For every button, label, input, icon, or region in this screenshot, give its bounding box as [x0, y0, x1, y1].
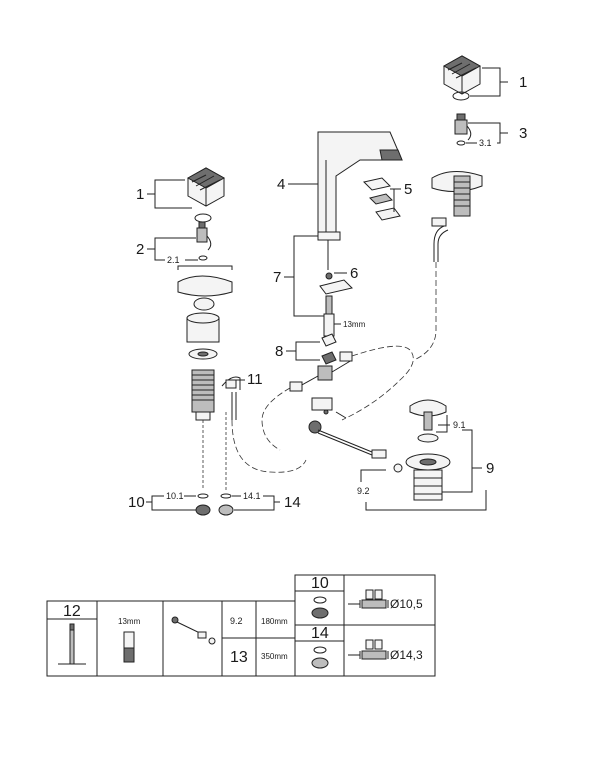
callout-1-right: 1	[470, 67, 527, 97]
callout-14: 14 14.1	[232, 491, 301, 511]
hose-path-left	[261, 387, 291, 451]
callout-5: 5	[390, 181, 412, 212]
svg-text:9.1: 9.1	[453, 420, 466, 430]
svg-text:3.1: 3.1	[479, 138, 492, 148]
pop-up-rod	[308, 420, 403, 473]
svg-text:6: 6	[350, 265, 358, 282]
svg-text:13: 13	[230, 649, 248, 666]
svg-text:10: 10	[128, 494, 145, 511]
hose-path-right-low	[413, 262, 437, 361]
valve-cartridge-icon	[196, 221, 212, 251]
svg-text:9.2: 9.2	[357, 486, 370, 496]
svg-text:10.1: 10.1	[166, 491, 184, 501]
left-valve-assembly	[177, 167, 233, 490]
seal-diameter-icon	[348, 639, 389, 660]
svg-text:5: 5	[404, 181, 412, 198]
accessories-table: 12 13mm 9.2 180mm 13 350mm	[46, 600, 296, 677]
o-ring-icon	[194, 213, 212, 223]
callout-2-left: 2 2.1	[136, 237, 198, 265]
callout-6: 6	[334, 265, 358, 282]
callout-3-right: 3 3.1	[466, 122, 527, 148]
seals-table: 10 Ø10,5 14 Ø14,3	[294, 574, 436, 677]
callout-11: 11	[247, 371, 263, 388]
callout-8: 8	[275, 341, 320, 361]
svg-text:8: 8	[275, 343, 283, 360]
pop-up-rod-icon	[171, 616, 216, 645]
o-ring-icon	[197, 493, 209, 499]
handle-icon	[442, 55, 482, 95]
svg-text:4: 4	[277, 176, 285, 193]
callout-9-1: 9.1	[436, 415, 466, 433]
wrench-icon	[58, 623, 86, 665]
svg-text:Ø10,5: Ø10,5	[390, 597, 423, 611]
svg-text:2: 2	[136, 241, 144, 258]
svg-text:180mm: 180mm	[261, 617, 288, 626]
svg-text:14: 14	[284, 494, 301, 511]
svg-text:10: 10	[311, 575, 329, 592]
callout-7: 7	[273, 235, 324, 317]
svg-text:350mm: 350mm	[261, 652, 288, 661]
svg-text:7: 7	[273, 269, 281, 286]
hose-path-left-low	[231, 419, 307, 473]
svg-text:14.1: 14.1	[243, 491, 261, 501]
seal-diameter-icon	[348, 589, 389, 609]
o-ring-icon	[452, 91, 470, 101]
mounting-parts	[317, 231, 353, 337]
spout-icon	[317, 131, 403, 233]
socket-icon	[123, 631, 135, 663]
svg-text:Ø14,3: Ø14,3	[390, 648, 423, 662]
svg-text:12: 12	[63, 603, 81, 620]
valve-cartridge-icon	[454, 113, 472, 141]
svg-text:1: 1	[519, 74, 527, 91]
callout-1-left: 1	[136, 179, 192, 209]
hose-path-right	[341, 345, 414, 421]
hose-icon	[221, 376, 241, 420]
svg-text:9.2: 9.2	[230, 616, 243, 626]
callout-4: 4	[277, 176, 318, 193]
handle-icon	[186, 167, 226, 207]
pop-up-waste-icon	[405, 399, 451, 501]
aerator-parts	[363, 177, 401, 221]
svg-text:9: 9	[486, 460, 494, 477]
svg-text:13mm: 13mm	[118, 617, 141, 626]
right-valve-assembly	[431, 55, 483, 262]
wrench-size-label: 13mm	[343, 320, 366, 329]
callout-10: 10 10.1	[128, 491, 196, 511]
svg-text:1: 1	[136, 186, 144, 203]
svg-text:3: 3	[519, 125, 527, 142]
callout-9-2: 9.2	[357, 469, 487, 511]
callout-9: 9	[442, 429, 494, 493]
mixing-tee	[289, 351, 353, 419]
svg-text:14: 14	[311, 625, 329, 642]
svg-text:2.1: 2.1	[167, 255, 180, 265]
